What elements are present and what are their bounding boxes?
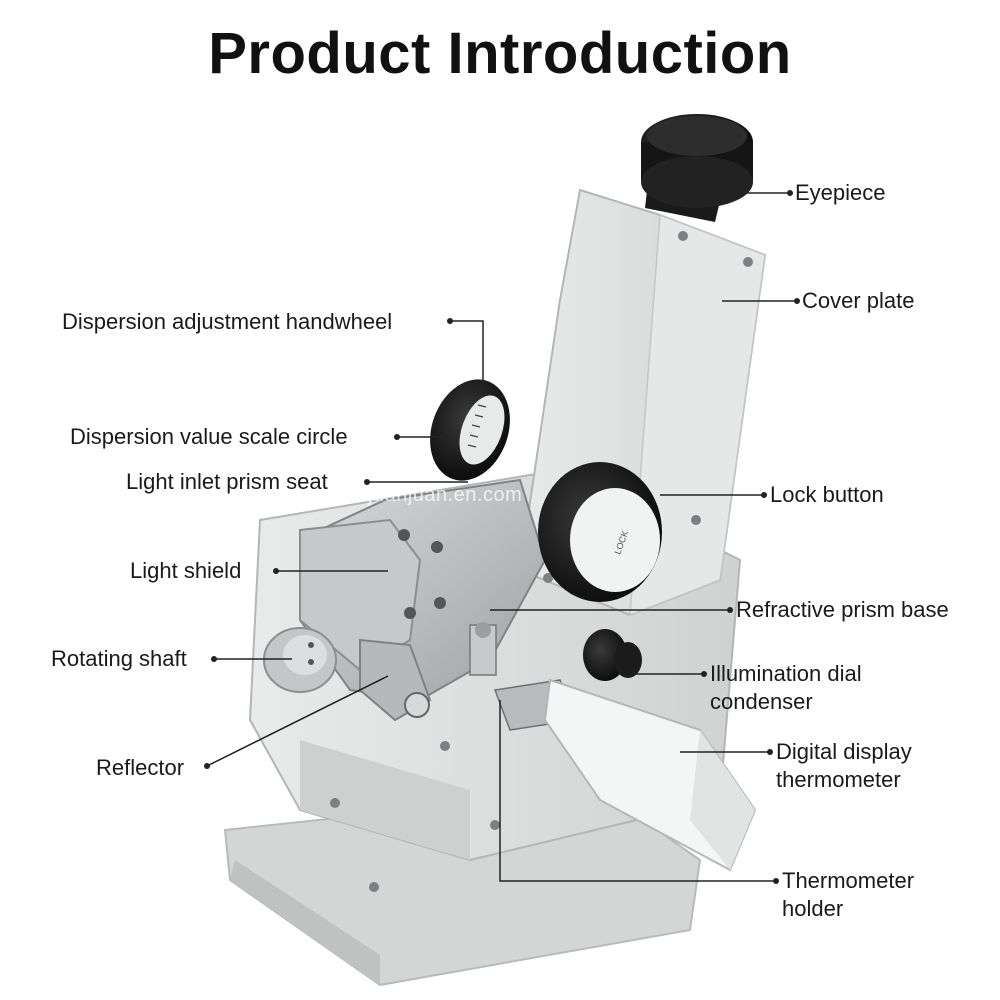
label-illumination-line2: condenser xyxy=(710,689,813,714)
illumination-dial-part xyxy=(583,629,642,681)
body-screws xyxy=(330,741,500,892)
label-holder-line2: holder xyxy=(782,896,844,921)
label-eyepiece: Eyepiece xyxy=(795,180,886,205)
leader-eyepiece-dot xyxy=(787,190,793,196)
leader-reflector-dot xyxy=(204,763,210,769)
label-holder-line1: Thermometer xyxy=(782,868,915,893)
label-digital-line2: thermometer xyxy=(776,767,901,792)
leader-scale-dot xyxy=(394,434,400,440)
leader-light-shield-dot xyxy=(273,568,279,574)
leader-cover-plate-dot xyxy=(794,298,800,304)
label-reflector: Reflector xyxy=(96,755,185,780)
leader-rotating-dot xyxy=(211,656,217,662)
label-dispersion-handwheel: Dispersion adjustment handwheel xyxy=(62,309,393,334)
leader-handwheel-dot xyxy=(447,318,453,324)
base xyxy=(223,788,702,987)
label-light-inlet-prism-seat: Light inlet prism seat xyxy=(126,469,328,494)
leader-holder-dot xyxy=(773,878,779,884)
label-lock-button: Lock button xyxy=(770,482,884,507)
leader-lines xyxy=(204,190,800,884)
label-cover-plate: Cover plate xyxy=(802,288,915,313)
digital-thermometer-part xyxy=(493,678,757,872)
leader-digital-dot xyxy=(767,749,773,755)
eyepiece-part xyxy=(641,114,753,222)
watermark: juanjuan.en.com xyxy=(368,484,523,506)
rotating-shaft xyxy=(263,627,337,693)
reflector xyxy=(359,638,432,722)
leader-illumination-dot xyxy=(701,671,707,677)
dispersion-handwheel xyxy=(430,379,510,481)
leader-refractive-dot xyxy=(727,607,733,613)
label-light-shield: Light shield xyxy=(130,558,242,583)
refractive-prism-fitting xyxy=(469,622,497,676)
label-illumination-line1: Illumination dial xyxy=(710,661,862,686)
leader-holder xyxy=(499,700,776,882)
page-title: Product Introduction xyxy=(208,21,792,86)
leader-light-inlet-dot xyxy=(364,479,370,485)
label-refractive-prism-base: Refractive prism base xyxy=(736,597,949,622)
leader-lock-button-dot xyxy=(761,492,767,498)
label-dispersion-scale: Dispersion value scale circle xyxy=(70,424,348,449)
leader-handwheel xyxy=(450,320,484,380)
leader-reflector xyxy=(206,675,389,767)
lock-button-part: LOCK xyxy=(538,462,662,602)
label-rotating-shaft: Rotating shaft xyxy=(51,646,187,671)
label-digital-line1: Digital display xyxy=(776,739,912,764)
